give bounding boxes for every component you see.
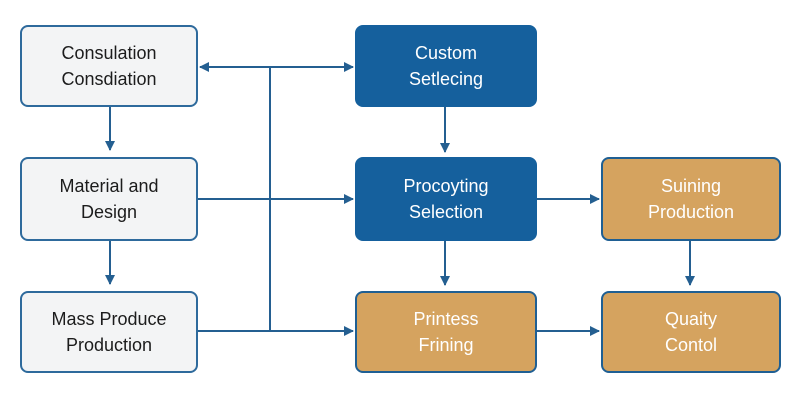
node-material-design: Material and Design <box>20 157 198 241</box>
node-suining-production: Suining Production <box>601 157 781 241</box>
node-mass-produce: Mass Produce Production <box>20 291 198 373</box>
node-custom-selecting: Custom Setlecing <box>355 25 537 107</box>
node-consultation: Consulation Consdiation <box>20 25 198 107</box>
node-quality-control: Quaity Contol <box>601 291 781 373</box>
node-printess-frining: Printess Frining <box>355 291 537 373</box>
node-processing-selection: Procoyting Selection <box>355 157 537 241</box>
